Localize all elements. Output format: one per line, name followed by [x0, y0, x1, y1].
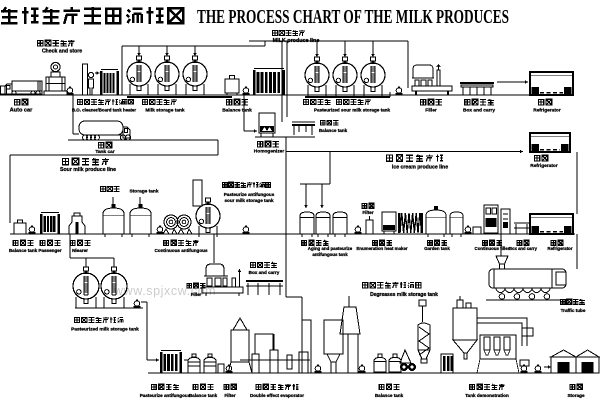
svg-text:Balance tank: Balance tank	[375, 393, 404, 398]
svg-text:Balance tank: Balance tank	[9, 248, 38, 253]
svg-text:Box and carry: Box and carry	[463, 108, 495, 114]
svg-text:Sour milk produce line: Sour milk produce line	[60, 167, 116, 173]
svg-text:Passenger: Passenger	[38, 248, 61, 253]
svg-text:Continuous antifungous: Continuous antifungous	[154, 248, 208, 253]
svg-text:Pasteurized milk storage tank: Pasteurized milk storage tank	[71, 327, 139, 333]
svg-text:Storage tank: Storage tank	[129, 189, 158, 195]
svg-text:Box and carry: Box and carry	[249, 270, 280, 275]
svg-text:Storage: Storage	[567, 393, 585, 398]
svg-text:Refrigerator: Refrigerator	[530, 163, 558, 169]
svg-text:Pasteurize antifungous: Pasteurize antifungous	[140, 393, 191, 398]
svg-text:Continuous filler: Continuous filler	[475, 246, 510, 251]
svg-text:Balance tank: Balance tank	[222, 108, 252, 114]
svg-text:Ice cream produce line: Ice cream produce line	[392, 165, 448, 171]
svg-text:antifungous tank: antifungous tank	[312, 252, 348, 257]
svg-text:Degreases milk storage tank: Degreases milk storage tank	[370, 292, 438, 298]
svg-text:Refrigerator: Refrigerator	[533, 108, 561, 114]
svg-text:THE PROCESS CHART OF THE MILK: THE PROCESS CHART OF THE MILK PRODUCES	[197, 6, 509, 28]
svg-text:Enumeration heat maker: Enumeration heat maker	[356, 246, 408, 251]
svg-text:Balance tank: Balance tank	[189, 393, 218, 398]
svg-text:Filter: Filter	[362, 210, 373, 215]
svg-text:Nlearer: Nlearer	[72, 248, 88, 253]
svg-text:MILK produce line: MILK produce line	[273, 38, 320, 44]
svg-text:Pasteurize antifungous: Pasteurize antifungous	[224, 192, 275, 197]
svg-text:Aging and pasteurize: Aging and pasteurize	[308, 246, 353, 251]
svg-text:Balance tank: Balance tank	[319, 128, 348, 133]
svg-text:Garden tank: Garden tank	[424, 246, 450, 251]
svg-text:Pasteurized sour milk storage: Pasteurized sour milk storage tank	[314, 108, 391, 113]
svg-text:Refrigerator: Refrigerator	[547, 246, 572, 251]
svg-text:Homogenizer: Homogenizer	[254, 149, 285, 155]
svg-text:Auto car: Auto car	[10, 108, 34, 114]
svg-text:Filler: Filler	[191, 292, 202, 297]
svg-text:Box and carry: Box and carry	[509, 246, 538, 251]
svg-text:Tank demonstration: Tank demonstration	[465, 393, 509, 398]
svg-text:Filter: Filter	[224, 393, 235, 398]
svg-text:Double effect evaporator: Double effect evaporator	[250, 393, 304, 398]
svg-text:Filler: Filler	[425, 108, 437, 114]
svg-text:Check and store: Check and store	[42, 49, 82, 55]
svg-text:Traffic tube: Traffic tube	[561, 308, 586, 313]
svg-text:Milk storage tank: Milk storage tank	[145, 108, 185, 114]
svg-text:sour milk storage tank: sour milk storage tank	[224, 198, 273, 203]
svg-text:Tank car: Tank car	[95, 149, 115, 155]
svg-text:B.O. cleaner/Board tank heater: B.O. cleaner/Board tank heater	[72, 108, 136, 113]
